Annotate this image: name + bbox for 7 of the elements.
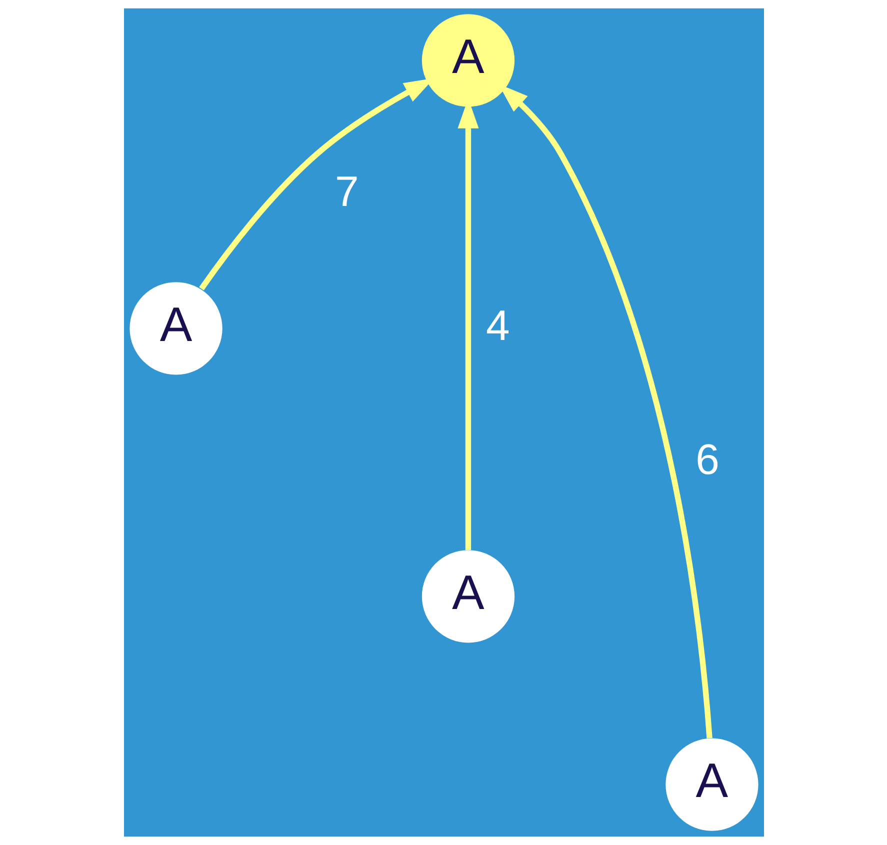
edge-label: 4: [486, 302, 510, 350]
node-circle: A: [665, 738, 758, 831]
node-circle: A: [421, 14, 514, 107]
edge-label: 7: [334, 168, 358, 216]
node-circle: A: [421, 550, 514, 643]
edge-label: 6: [695, 436, 719, 484]
node-circle: A: [129, 282, 222, 375]
